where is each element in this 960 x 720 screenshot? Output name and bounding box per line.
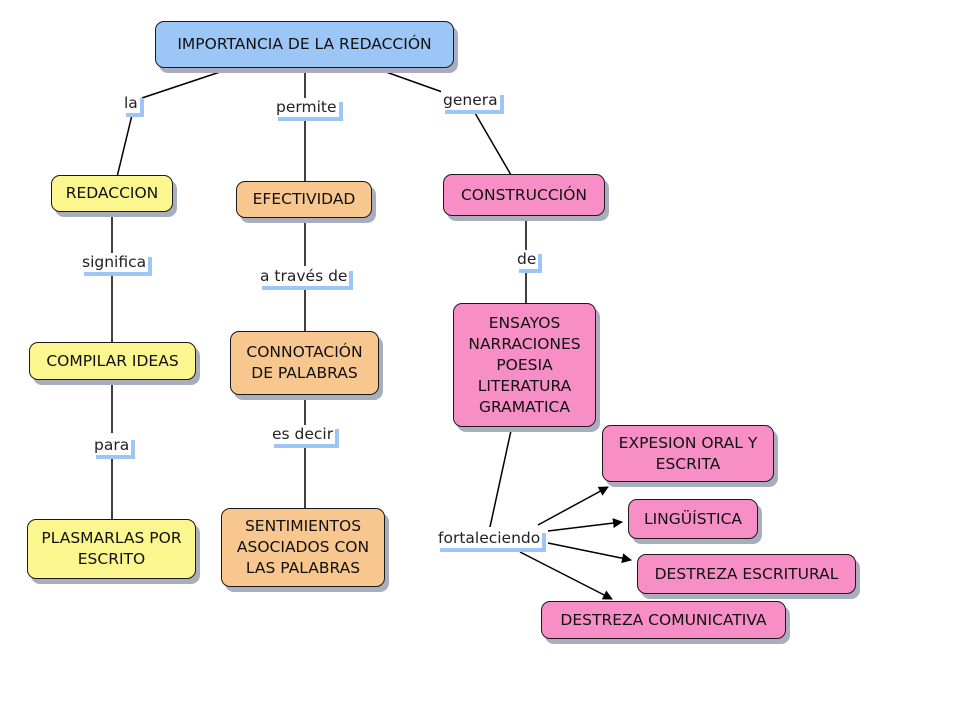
- node-destreza-escritural: DESTREZA ESCRITURAL: [637, 554, 856, 594]
- link-para: para: [92, 436, 132, 455]
- arrow-to-destreza-escritural: [547, 542, 632, 564]
- arrow-to-linguistica: [547, 518, 623, 532]
- node-importancia-de-la-redaccion: IMPORTANCIA DE LA REDACCIÓN: [155, 21, 454, 68]
- link-la: la: [122, 94, 140, 113]
- line-genera-construccion: [474, 112, 512, 176]
- node-efectividad: EFECTIVIDAD: [236, 181, 372, 218]
- link-permite: permite: [274, 98, 339, 117]
- node-construccion: CONSTRUCCIÓN: [443, 174, 605, 216]
- link-a-traves-de: a través de: [258, 267, 350, 286]
- node-destreza-comunicativa: DESTREZA COMUNICATIVA: [541, 601, 786, 639]
- node-compilar-ideas: COMPILAR IDEAS: [29, 342, 196, 380]
- node-redaccion: REDACCION: [51, 175, 173, 212]
- line-root-genera: [374, 67, 446, 94]
- node-ensayos-list: ENSAYOS NARRACIONES POESIA LITERATURA GR…: [453, 303, 596, 427]
- node-sentimientos-asociados: SENTIMIENTOS ASOCIADOS CON LAS PALABRAS: [221, 508, 385, 587]
- node-linguistica: LINGÜÍSTICA: [628, 499, 758, 539]
- line-la-redaccion: [116, 114, 133, 178]
- node-connotacion-de-palabras: CONNOTACIÓN DE PALABRAS: [230, 331, 379, 395]
- arrow-to-destreza-comunicativa: [519, 551, 613, 600]
- node-plasmarlas-por-escrito: PLASMARLAS POR ESCRITO: [27, 519, 196, 579]
- line-root-la: [141, 67, 233, 99]
- link-significa: significa: [80, 253, 149, 272]
- line-ensayos-fortaleciendo: [489, 425, 513, 528]
- link-fortaleciendo: fortaleciendo: [436, 529, 543, 548]
- link-es-decir: es decir: [270, 425, 336, 444]
- node-expresion-oral-y-escrita: EXPESION ORAL Y ESCRITA: [602, 425, 774, 482]
- link-genera: genera: [441, 91, 500, 110]
- link-de: de: [515, 250, 539, 269]
- arrow-to-expresion: [537, 486, 609, 526]
